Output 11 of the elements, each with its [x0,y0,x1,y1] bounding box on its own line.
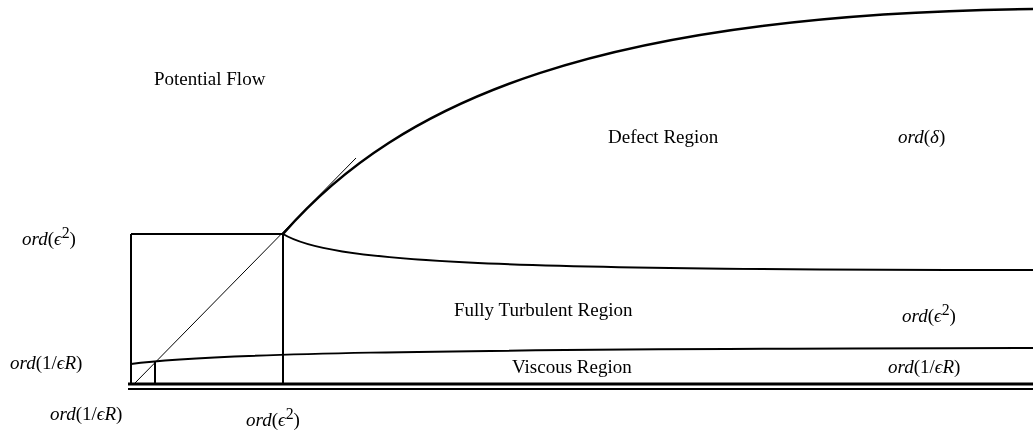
region-label: Viscous Region [512,356,632,378]
order-label: ord(1/ϵR) [888,356,961,378]
order-label: ord(1/ϵR) [50,403,123,425]
order-label: ord(1/ϵR) [10,352,83,374]
order-label: ord(ϵ$^{2}$) [902,300,956,328]
region-label: Potential Flow [154,68,266,90]
order-label: ord(ϵ$^{2}$) [22,223,76,251]
region-label: Fully Turbulent Region [454,299,633,321]
order-label: ord(ϵ$^{2}$) [246,404,300,432]
region-label: Defect Region [608,126,719,148]
order-label: ord(δ) [898,126,946,148]
